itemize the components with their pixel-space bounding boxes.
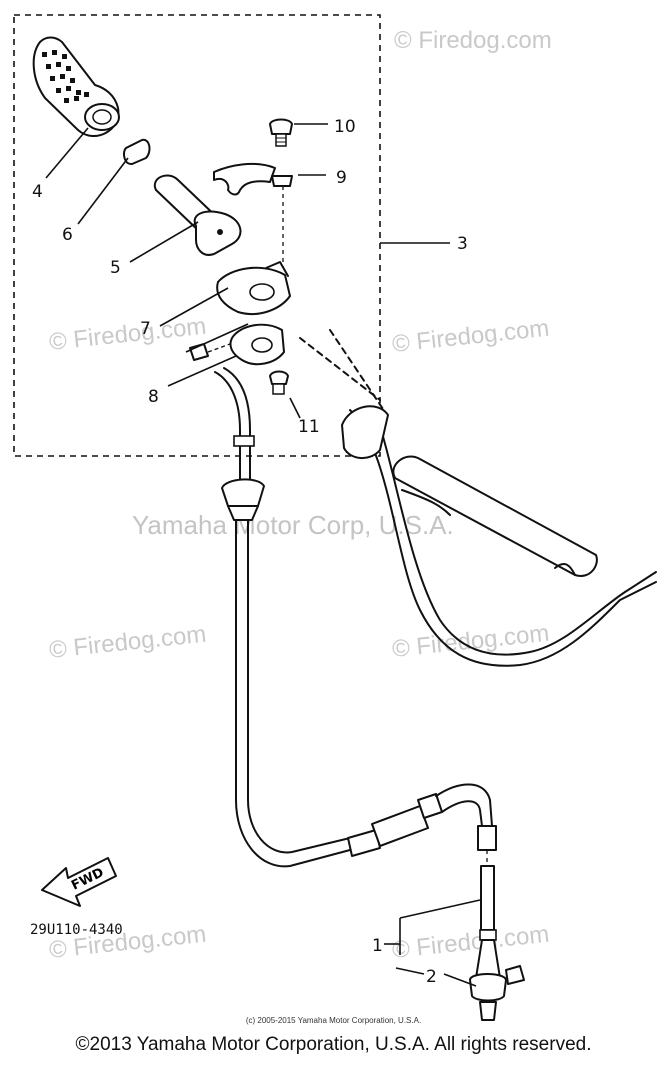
leader-lines [45, 123, 481, 987]
watermark-top: © Firedog.com [394, 27, 552, 54]
watermark-right-middle: © Firedog.com [391, 620, 551, 663]
callout-3: 3 [457, 234, 468, 254]
callout-1: 1 [372, 936, 383, 956]
handlebar [299, 329, 657, 667]
callout-11: 11 [298, 417, 320, 437]
callout-2: 2 [426, 967, 437, 987]
grip [32, 36, 120, 137]
watermark-center: Yamaha Motor Corp, U.S.A. [132, 510, 454, 540]
watermark-right-upper: © Firedog.com [391, 315, 551, 358]
watermark-left-middle: © Firedog.com [48, 621, 208, 664]
callout-5: 5 [110, 258, 121, 278]
throttle-tube [153, 174, 242, 256]
callout-9: 9 [336, 168, 347, 188]
fwd-arrow: FWD [41, 857, 117, 907]
callout-numbers: 1 2 3 4 5 6 7 8 9 10 11 [32, 117, 468, 987]
callout-7: 7 [140, 319, 151, 339]
watermark-right-lower: © Firedog.com [391, 921, 551, 964]
watermark-left-upper: © Firedog.com [48, 313, 208, 356]
screw-top [269, 118, 293, 187]
callout-4: 4 [32, 182, 43, 202]
throttle-cable [214, 367, 525, 1021]
part-code: 29U110-4340 [30, 922, 123, 938]
throttle-assembly-box [13, 14, 381, 457]
footer-copyright: ©2013 Yamaha Motor Corporation, U.S.A. A… [75, 1034, 592, 1055]
callout-8: 8 [148, 387, 159, 407]
callout-10: 10 [334, 117, 356, 137]
small-copyright: (c) 2005-2015 Yamaha Motor Corporation, … [245, 1016, 422, 1025]
callout-6: 6 [62, 225, 73, 245]
grip-end-cap [123, 138, 151, 165]
screw-bottom [269, 370, 289, 395]
throttle-housing-upper [216, 261, 291, 315]
cable-guide-plate [213, 162, 276, 196]
